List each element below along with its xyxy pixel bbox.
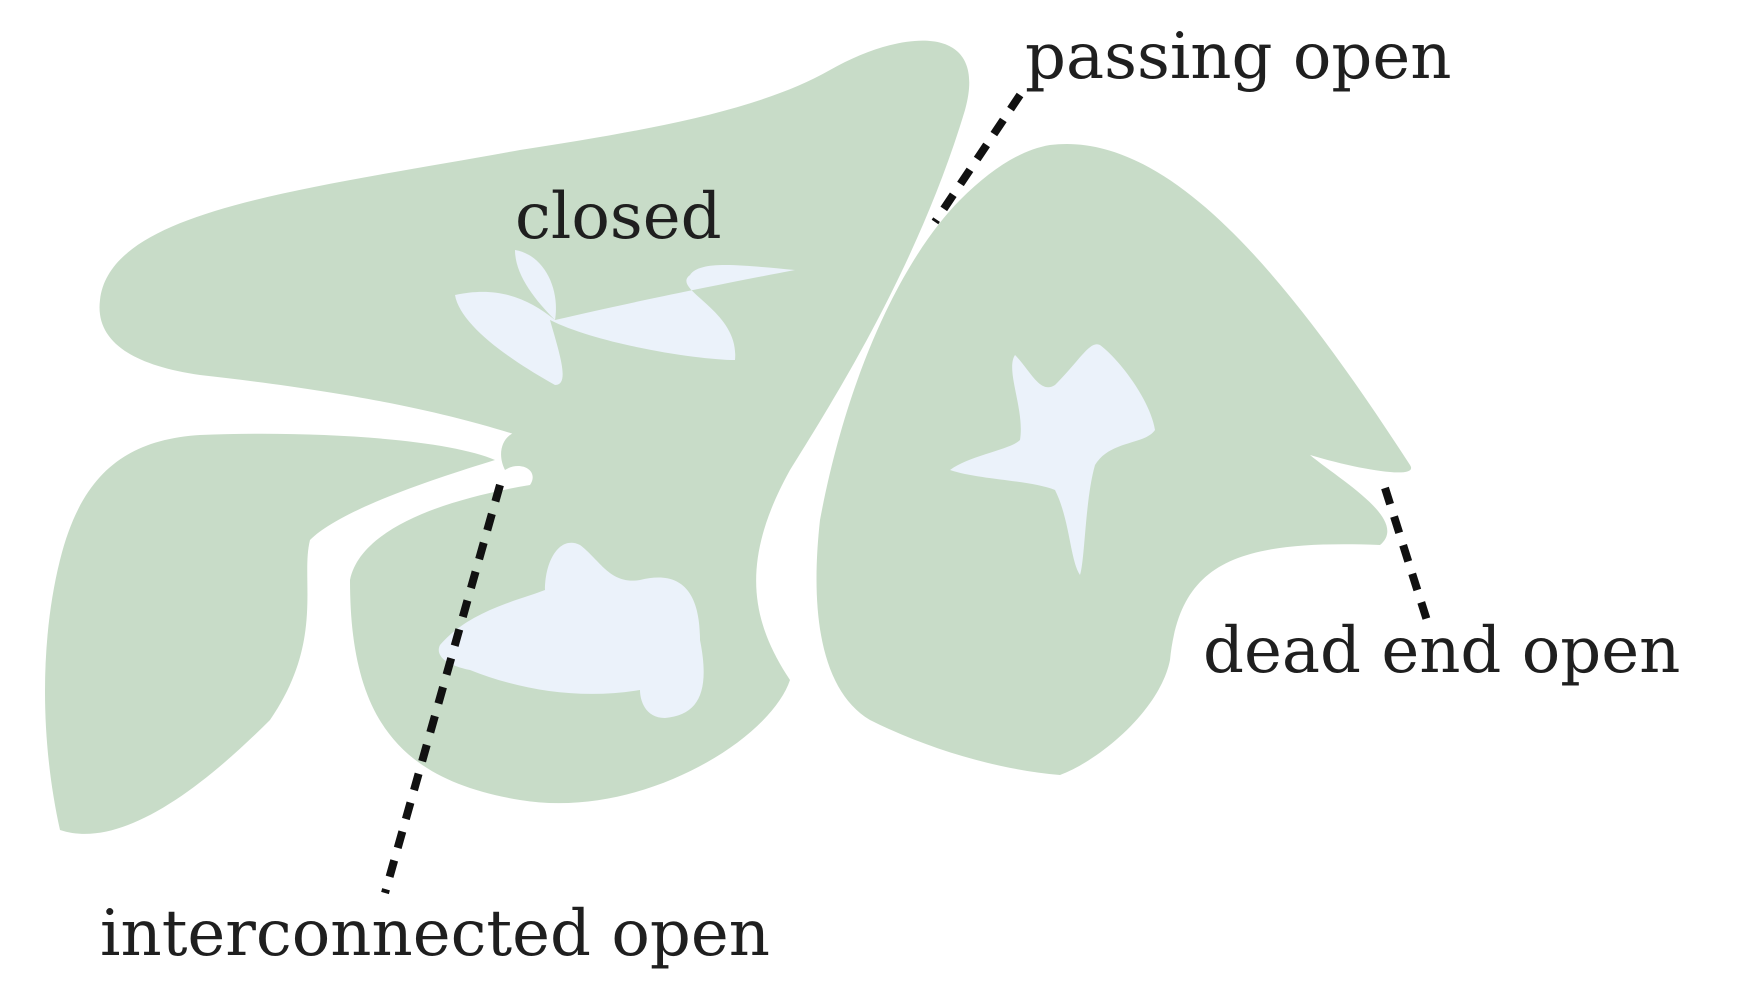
label-closed: closed xyxy=(515,180,722,254)
grain-right xyxy=(816,143,1412,775)
leader-interconnected-open xyxy=(381,483,504,895)
label-interconnected-open: interconnected open xyxy=(100,897,770,971)
label-dead-end-open: dead end open xyxy=(1203,614,1680,688)
leader-passing-open xyxy=(931,92,1024,225)
pore-interconnected xyxy=(438,542,704,718)
pore-closed xyxy=(455,265,795,385)
pore-isolated-right xyxy=(950,344,1155,575)
grain-upper-left xyxy=(99,40,970,804)
pore-closed-lobe xyxy=(515,250,556,320)
grain-lower-left xyxy=(45,433,495,834)
label-passing-open: passing open xyxy=(1025,20,1451,94)
leader-dead-end-open xyxy=(1381,486,1434,632)
